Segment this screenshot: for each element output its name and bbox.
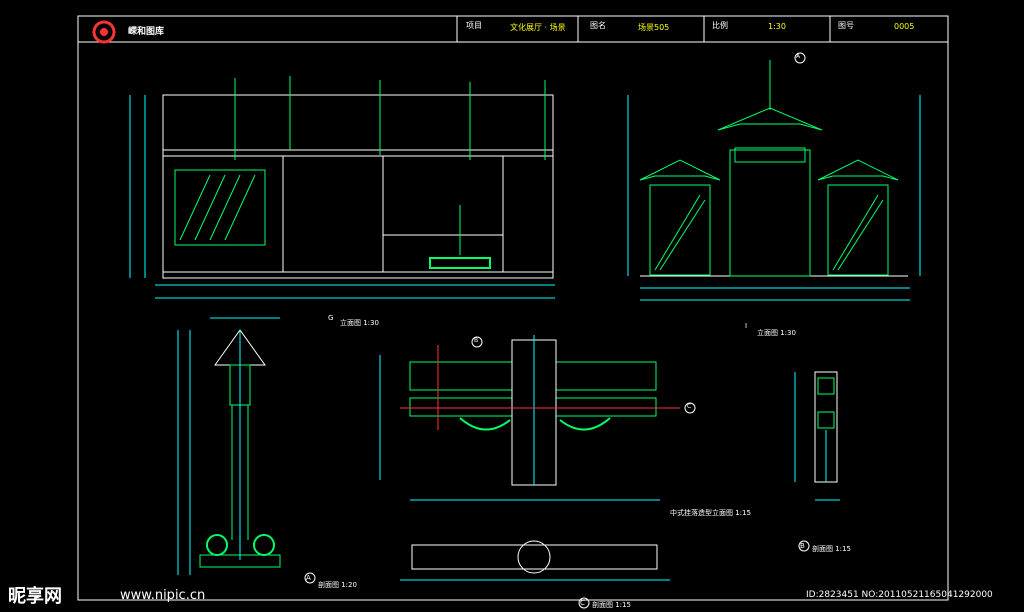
elev-g-marker: G	[328, 314, 334, 322]
section-a-marker: A	[306, 574, 311, 582]
watermark-brand: 昵享网	[8, 586, 62, 607]
logo-name: 嵘和图库	[128, 27, 165, 37]
section-a-label: 剖面图 1:20	[318, 581, 357, 589]
sheet-value: 0005	[894, 22, 915, 31]
section-b-label: 剖面图 1:15	[812, 545, 851, 553]
dragon-logo-icon	[92, 20, 116, 44]
section-b-marker: B	[800, 542, 805, 550]
elev-i-label: 立面图 1:30	[757, 329, 796, 337]
scale-value: 1:30	[768, 22, 786, 31]
watermark-url: www.nipic.cn	[120, 588, 206, 603]
elevation-g	[129, 76, 555, 299]
elev-i-marker: I	[745, 322, 748, 330]
scale-label: 比例	[712, 21, 728, 30]
logo: 嵘和图库	[84, 18, 204, 44]
elevation-i	[627, 52, 921, 301]
callout-c: C	[687, 403, 692, 410]
watermark-id: ID:2823451 NO:20110521165041292000	[806, 590, 993, 600]
drawing-label: 图名	[590, 21, 606, 30]
detail-elevation	[379, 335, 696, 501]
section-b	[794, 371, 840, 552]
drawing-frame	[77, 15, 949, 601]
project-value: 文化展厅 · 场景	[510, 23, 566, 32]
callout-b: B	[474, 337, 479, 344]
detail-label: 中式挂落造型立面图 1:15	[670, 509, 751, 517]
project-label: 项目	[466, 21, 482, 30]
section-c-label: 剖面图 1:15	[592, 601, 631, 609]
drawing-value: 场景505	[638, 23, 670, 32]
callout-a: A	[796, 53, 801, 60]
sheet-label: 图号	[838, 21, 854, 30]
section-a	[177, 317, 316, 584]
elev-g-label: 立面图 1:30	[340, 319, 379, 327]
section-c	[400, 540, 670, 609]
section-c-marker: C	[580, 599, 585, 607]
